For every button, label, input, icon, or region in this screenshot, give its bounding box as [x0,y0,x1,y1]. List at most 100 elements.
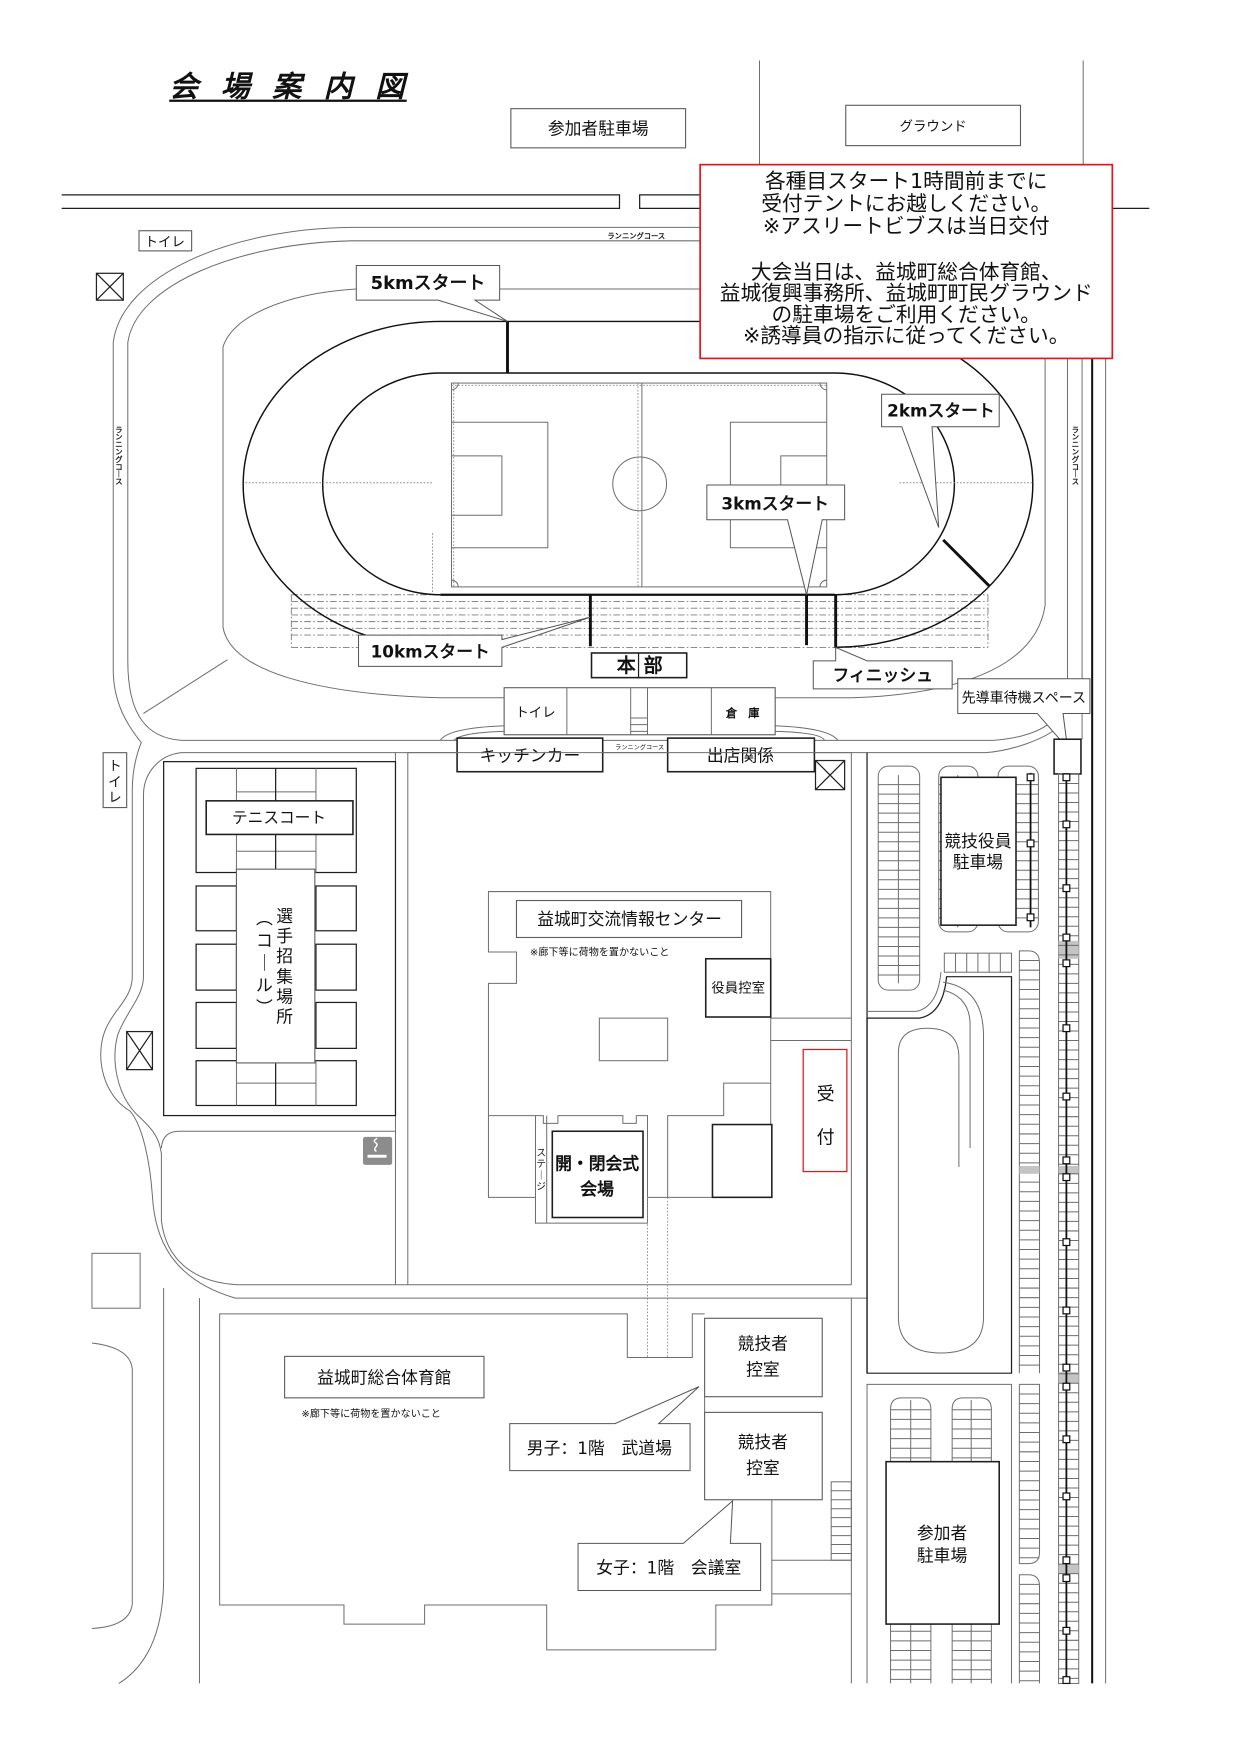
kitchen-car-label: キッチンカー [480,746,581,766]
participant-parking-north-frame [510,108,687,149]
crossed-box-icon [95,272,124,301]
athletes-room-1-label-1: 競技者 [738,1334,788,1354]
parking-column [1018,1383,1041,1565]
chain-post [1062,1363,1071,1372]
loop-lane [897,981,985,1354]
callout-label: 10kmスタート [371,641,490,661]
notice-line: 受付テントにお越しください。 [761,192,1051,216]
callout-bubble [577,1499,762,1591]
toilet-storage-building: トイレ 倉 庫 [503,687,776,736]
notice-line: 大会当日は、益城町総合体育館、 [751,260,1062,284]
building-dividers [566,687,712,735]
callout-bubble [706,484,846,595]
chain-post [1062,1556,1071,1565]
exchange-center-room [598,1017,669,1062]
crossed-box-cross [815,760,846,791]
covered-walkway [647,1197,669,1358]
infield-boundary-east [775,358,1046,699]
participant-parking-north-box: 参加者駐車場 [510,108,687,149]
call-area-sublabel: ︵コ｜ル︶ [256,908,273,1018]
gymnasium-label-frame [284,1355,485,1399]
track-inner-edge [322,372,956,596]
parking-column [951,1397,992,1684]
callout-10km-start: 10kmスタート [358,616,591,667]
callout-3km-start: 3kmスタート [706,484,846,595]
callout-finish: フィニッシュ [812,646,953,690]
penalty-area-west [451,421,549,549]
headquarters-label-2: 部 [644,654,663,677]
highlighted-stall [1058,1564,1079,1574]
callout-bubble [509,1386,700,1472]
ground-box: グラウンド [845,104,1022,147]
athletes-room-2-frame [704,1411,823,1501]
callout-bubble [355,264,508,322]
chain-post [1026,913,1035,922]
toilet-west-frame [102,752,128,809]
chain-post [1026,839,1035,848]
call-area-label: 選手招集場所 [276,906,293,1027]
lower-west-area [160,1130,396,1149]
toilet-west-label: トイレ [108,760,121,806]
officials-parking-label-1: 競技役員 [944,831,1011,851]
athletes-room-1-label-2: 控室 [746,1359,780,1379]
toilet-hq-label: トイレ [515,706,555,721]
kitchen-car-frame [456,737,604,773]
callout-label: 3kmスタート [721,494,829,514]
tennis-court [315,1001,357,1049]
chain-post [1062,1092,1071,1101]
officials-parking-label-2: 駐車場 [953,852,1004,872]
crossed-box-cross [96,272,124,301]
highlighted-stall [1019,1165,1040,1174]
athletes-room-1-frame [704,1317,823,1398]
stage-label: ステ｜ジ [536,1148,546,1193]
athletes-room-2-label-1: 競技者 [738,1432,788,1452]
notice-line: の駐車場をご利用ください。 [772,302,1041,326]
gymnasium-entrance [771,1559,852,1595]
reception-tent: 受付 [802,1048,848,1173]
chain-post [1062,1435,1071,1444]
loop-road-outline [866,976,1013,1374]
tennis-court [315,943,357,991]
callout-men-room: 男子：1階 武道場 [509,1386,700,1472]
chain-post [1062,959,1071,968]
east-road-curve [867,729,1055,754]
goal-area-west [451,455,503,516]
vendors-area: 出店関係 [666,737,816,773]
parking-column [1018,1574,1041,1684]
toilet-north: トイレ [138,230,193,252]
highlighted-stall [1058,1165,1079,1174]
loop-road-entry [867,972,942,1012]
loop-lane [943,989,971,1149]
participant-parking-south-frame [885,1460,1000,1625]
callout-bubble [358,616,591,667]
map-title: 会 場 案 内 図 [169,69,409,103]
vendors-frame [666,737,816,773]
headquarters-label-1: 本 [617,654,636,677]
notice-line: ※誘導員の指示に従ってください。 [743,324,1070,348]
parking-column [877,765,921,991]
officials-room-label: 役員控室 [711,979,765,996]
callout-bubble [881,393,1000,528]
tennis-court [195,885,238,932]
north-road-segment [639,194,701,209]
callout-5km-start: 5kmスタート [355,264,508,322]
notice-line: 益城復興事務所、益城町町民グラウンド [720,281,1093,305]
parking-row-dividers [955,953,1001,973]
running-course-label-west: ランニングコ｜ス [115,425,123,486]
ceremony-hall-label-1: 開・閉会式 [555,1153,639,1173]
parking-column-chain [1058,773,1080,1684]
west-bracket-structure [91,1342,133,1630]
exchange-center-label-frame [515,899,743,939]
exchange-center-label: 益城町交流情報センター [537,909,722,929]
exchange-center-interior [488,1082,771,1224]
gymnasium-outline [219,1313,773,1651]
officials-parking: 競技役員 駐車場 [940,776,1017,926]
exchange-center-building: 益城町交流情報センター ※廊下等に荷物を置かないこと 役員控室 ステ｜ジ 開・閉… [487,891,852,1224]
callout-label: 5kmスタート [371,273,486,294]
storage-label: 倉 庫 [725,706,760,720]
notice-box: 各種目スタート1時間前までに 受付テントにお越しください。 ※アスリートビブスは… [699,163,1114,360]
chain-post [1062,1626,1071,1635]
exchange-center-walkway [770,1017,852,1042]
gymnasium-label: 益城町総合体育館 [317,1367,451,1387]
